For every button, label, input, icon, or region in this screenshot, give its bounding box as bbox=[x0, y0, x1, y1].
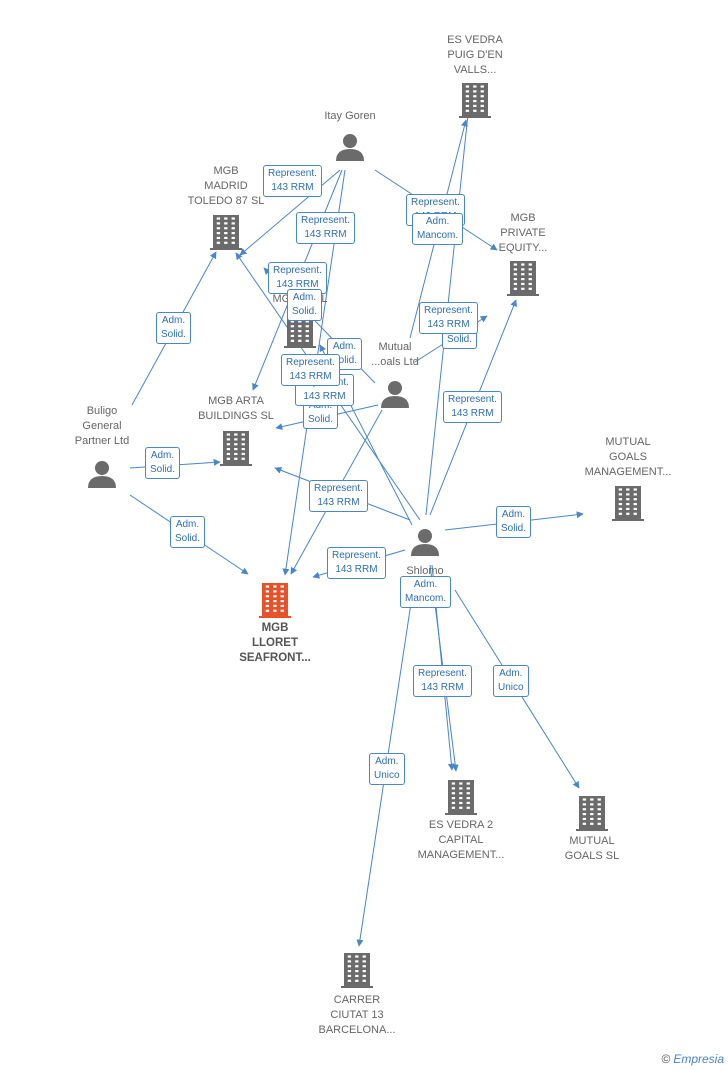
building-icon-mgb_private[interactable] bbox=[507, 261, 539, 296]
person-icon-buligo[interactable] bbox=[88, 461, 116, 488]
edge-label-buligo-mgb_madrid[interactable]: Adm. Solid. bbox=[156, 312, 192, 344]
edge-label-shlomo-mgb_arta[interactable]: Represent. 143 RRM bbox=[309, 480, 368, 512]
node-label-mutual_mgmt[interactable]: MUTUAL GOALS MANAGEMENT... bbox=[584, 436, 672, 478]
building-icon-esvedra2[interactable] bbox=[445, 780, 477, 815]
node-label-mutual_sl[interactable]: MUTUAL GOALS SL bbox=[564, 835, 620, 862]
edge-label-shlomo-mgb_lloret[interactable]: Represent. 143 RRM bbox=[327, 547, 386, 579]
edge-label-shlomo-mutual_sl[interactable]: Adm. Unico bbox=[493, 665, 529, 697]
building-icon-mgb_arta[interactable] bbox=[220, 431, 252, 466]
building-icon-esvedra_puig[interactable] bbox=[459, 83, 491, 118]
edge-itay-mgb_madrid bbox=[239, 169, 341, 256]
edge-label-shlomo-esvedra2[interactable]: Adm. Mancom. bbox=[400, 576, 452, 608]
node-label-mutual_ltd[interactable]: Mutual ...oals Ltd bbox=[371, 341, 419, 368]
node-label-mgb_arta[interactable]: MGB ARTA BUILDINGS SL bbox=[198, 395, 274, 422]
node-label-mgb_lloret[interactable]: MGB LLORET SEAFRONT... bbox=[239, 622, 311, 664]
node-label-esvedra_puig[interactable]: ES VEDRA PUIG D'EN VALLS... bbox=[447, 34, 503, 76]
edge-label-buligo-mgb_arta[interactable]: Adm. Solid. bbox=[145, 447, 181, 479]
person-icon-itay[interactable] bbox=[336, 134, 364, 161]
building-icon-carrer[interactable] bbox=[341, 953, 373, 988]
person-icon-mutual_ltd[interactable] bbox=[381, 381, 409, 408]
node-label-mgb_madrid[interactable]: MGB MADRID TOLEDO 87 SL bbox=[187, 165, 265, 207]
edge-label-itay-mgb_madrid[interactable]: Represent. 143 RRM bbox=[263, 165, 322, 197]
building-icon-mutual_sl[interactable] bbox=[576, 796, 608, 831]
brand-logo[interactable]: Empresia bbox=[673, 1052, 724, 1066]
node-label-carrer[interactable]: CARRER CIUTAT 13 BARCELONA... bbox=[318, 994, 396, 1036]
node-label-mgb_private[interactable]: MGB PRIVATE EQUITY... bbox=[498, 212, 548, 254]
copyright-symbol: © bbox=[661, 1052, 671, 1066]
building-icon-mgb_lloret[interactable] bbox=[259, 583, 291, 618]
edge-label-shlomo-mutual_mgmt[interactable]: Adm. Solid. bbox=[496, 506, 532, 538]
edge-label-shlomo-esvedra2[interactable]: Represent. 143 RRM bbox=[413, 665, 472, 697]
edge-label-shlomo-mgb_private[interactable]: Represent. 143 RRM bbox=[443, 391, 502, 423]
node-label-esvedra2[interactable]: ES VEDRA 2 CAPITAL MANAGEMENT... bbox=[417, 819, 505, 861]
edge-label-itay-mgb_arta[interactable]: Represent. 143 RRM bbox=[296, 212, 355, 244]
edge-label-mutual_ltd-mgb_madrid[interactable]: Adm. Solid. bbox=[287, 289, 323, 321]
edge-label-shlomo-carrer[interactable]: Adm. Unico bbox=[369, 753, 405, 785]
edge-label-shlomo-esvedra_puig[interactable]: Represent. 143 RRM bbox=[419, 302, 478, 334]
edge-label-buligo-mgb_lloret[interactable]: Adm. Solid. bbox=[170, 516, 206, 548]
node-label-itay[interactable]: Itay Goren bbox=[324, 110, 376, 122]
building-icon-mgb_madrid[interactable] bbox=[210, 215, 242, 250]
person-icon-shlomo[interactable] bbox=[411, 529, 439, 556]
edge-label-shlomo-mgb_g[interactable]: Represent. 143 RRM bbox=[281, 354, 340, 386]
node-label-buligo[interactable]: Buligo General Partner Ltd bbox=[74, 405, 130, 447]
edge-label-mutual_ltd-esvedra_puig[interactable]: Adm. Mancom. bbox=[412, 213, 464, 245]
building-icon-mutual_mgmt[interactable] bbox=[612, 486, 644, 521]
node-label-shlomo[interactable]: Shlomo bbox=[406, 565, 444, 577]
footer: ©Empresia bbox=[661, 1052, 724, 1066]
